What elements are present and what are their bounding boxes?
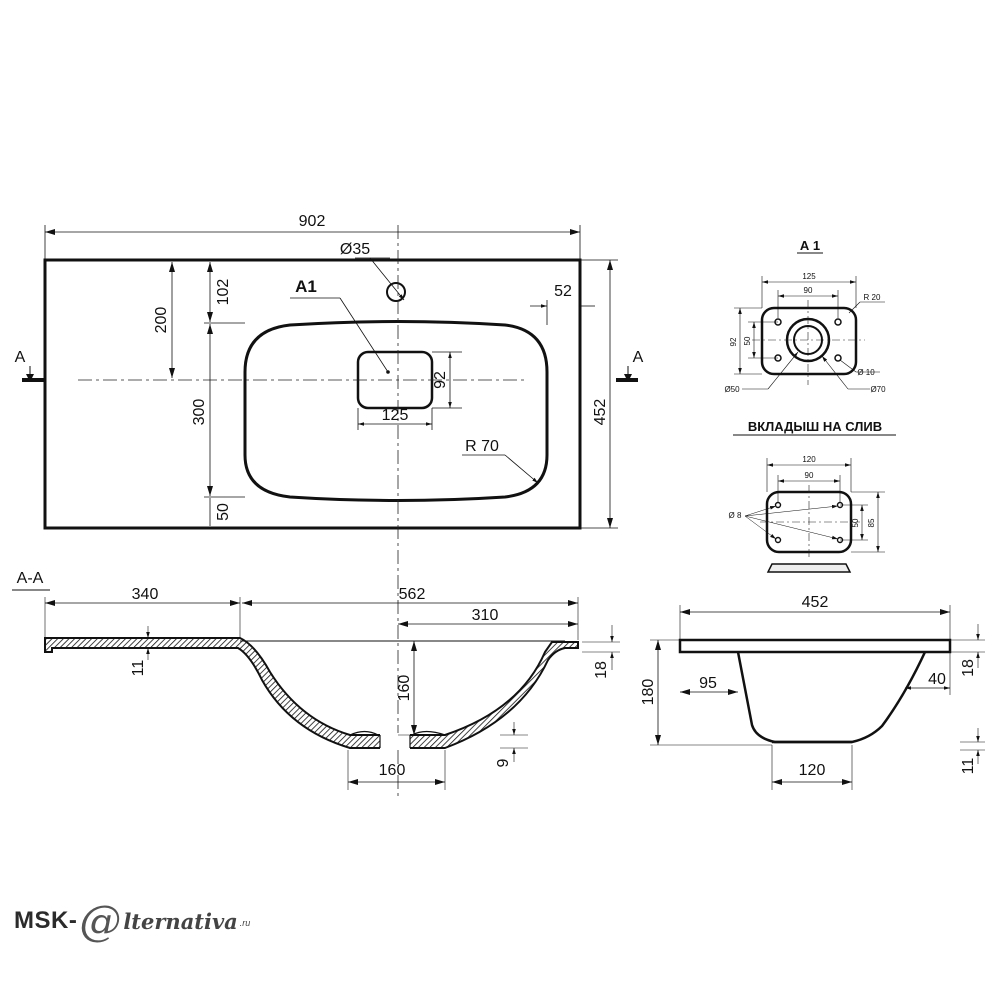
side-dim-40: 40 (928, 671, 946, 688)
side-dim-18: 18 (960, 659, 977, 677)
side-dim-95: 95 (699, 675, 717, 692)
brand-logo: MSK- @ lternativa .ru (14, 896, 250, 946)
sec-dim-562: 562 (399, 586, 426, 603)
tap-hole (386, 282, 406, 302)
a1-dim-125: 125 (802, 272, 816, 281)
section-aa: А-А 340 562 310 11 160 (12, 570, 620, 790)
dim-52-label: 52 (554, 283, 572, 300)
sec-dim-18: 18 (593, 661, 610, 679)
a1-dim-50: 50 (743, 336, 752, 345)
insert-dia-8: Ø 8 (729, 511, 742, 520)
side-slab (678, 638, 952, 654)
section-marker-right: A (616, 349, 644, 382)
dim-902-label: 902 (299, 213, 326, 230)
radius-70-label: R 70 (465, 438, 499, 455)
dim-50-label: 50 (215, 503, 232, 521)
insert-dim-90: 90 (805, 471, 814, 480)
sec-dim-340: 340 (132, 586, 159, 603)
logo-brand: MSK- (14, 907, 78, 934)
side-dim-180: 180 (640, 679, 657, 706)
dim-102-label: 102 (215, 279, 232, 306)
drain-insert-detail: ВКЛАДЫШ НА СЛИВ 120 90 Ø 8 50 (729, 419, 896, 573)
dim-452-label: 452 (592, 399, 609, 426)
drain-outline (356, 350, 434, 410)
side-bowl (736, 651, 927, 744)
section-aa-label: А-А (17, 570, 44, 587)
sec-dim-160-depth: 160 (396, 675, 413, 702)
side-dim-452: 452 (802, 594, 829, 611)
dim-300-label: 300 (191, 399, 208, 426)
svg-text:A: A (633, 349, 644, 366)
a1-dia-50: Ø50 (724, 385, 740, 394)
insert-title: ВКЛАДЫШ НА СЛИВ (748, 419, 882, 434)
bowl-outline (243, 320, 549, 502)
sec-dim-9: 9 (495, 758, 512, 767)
a1-dim-90: 90 (804, 286, 813, 295)
countertop-outline (43, 258, 582, 530)
section-marker-left: A (15, 349, 44, 382)
svg-text:A: A (15, 349, 26, 366)
insert-profile (766, 563, 852, 573)
logo-rest: lternativa (123, 908, 238, 934)
logo-at-icon: @ (79, 896, 122, 945)
logo-tld: .ru (239, 918, 251, 928)
insert-dim-50: 50 (851, 518, 860, 527)
side-dim-120: 120 (799, 762, 826, 779)
a1-radius-20: R 20 (864, 293, 881, 302)
detail-a1-title: А 1 (800, 238, 820, 253)
dia-35-label: Ø35 (340, 241, 370, 258)
side-dim-11: 11 (960, 758, 977, 775)
sec-dim-11: 11 (130, 660, 147, 677)
detail-a1: А 1 125 90 R 20 92 50 (724, 238, 886, 394)
insert-dim-120: 120 (802, 455, 816, 464)
sec-dim-160-base: 160 (379, 762, 406, 779)
a1-dia-70: Ø70 (870, 385, 886, 394)
side-view: 452 180 95 40 18 11 120 (640, 594, 985, 790)
plan-view: 902 452 200 102 300 50 52 Ø35 A1 (15, 213, 644, 800)
dim-125-label: 125 (382, 407, 409, 424)
a1-dia-10: Ø 10 (857, 368, 875, 377)
dim-200-label: 200 (153, 307, 170, 334)
a1-dim-92: 92 (729, 337, 738, 346)
insert-dim-85: 85 (867, 518, 876, 527)
section-profile (44, 637, 579, 749)
a1-plate (760, 306, 858, 376)
sec-dim-310: 310 (472, 607, 499, 624)
callout-a1-label: A1 (295, 277, 317, 296)
dim-92-label: 92 (432, 371, 449, 389)
